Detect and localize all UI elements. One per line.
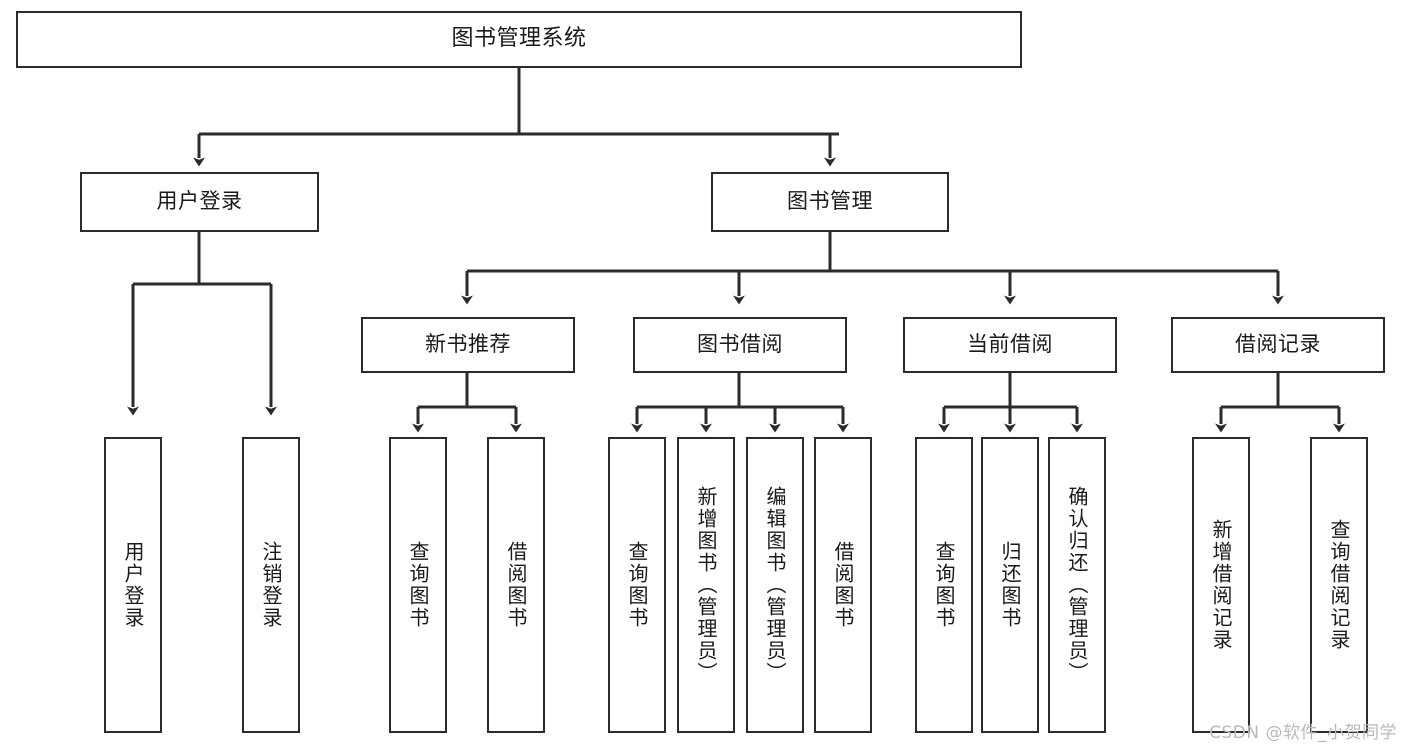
leaf-records-add-record[interactable]: 新增借阅记录: [1192, 437, 1250, 733]
node-book-management[interactable]: 图书管理: [711, 172, 949, 232]
leaf-new-book-borrow[interactable]: 借阅图书: [487, 437, 545, 733]
node-user-login[interactable]: 用户登录: [80, 172, 319, 232]
node-book-borrow[interactable]: 图书借阅: [633, 317, 847, 373]
watermark: CSDN @软件_小贺同学: [1209, 723, 1397, 743]
leaf-current-confirm-return-admin[interactable]: 确认归还（管理员）: [1048, 437, 1106, 733]
node-label: 查询图书: [932, 541, 956, 629]
node-label: 图书管理系统: [451, 26, 587, 52]
node-current-borrow[interactable]: 当前借阅: [903, 317, 1117, 373]
node-label: 注销登录: [259, 541, 283, 629]
node-label: 图书管理: [787, 189, 873, 214]
node-label: 借阅记录: [1235, 332, 1321, 357]
node-label: 查询图书: [625, 541, 649, 629]
leaf-new-book-query[interactable]: 查询图书: [389, 437, 447, 733]
leaf-borrow-add-book-admin[interactable]: 新增图书（管理员）: [677, 437, 735, 733]
node-label: 确认归还（管理员）: [1065, 486, 1089, 684]
leaf-user-login-logout[interactable]: 注销登录: [242, 437, 300, 733]
node-label: 新增图书（管理员）: [694, 486, 718, 684]
node-borrow-records[interactable]: 借阅记录: [1171, 317, 1385, 373]
leaf-current-query-book[interactable]: 查询图书: [915, 437, 973, 733]
node-label: 新书推荐: [425, 332, 511, 357]
node-label: 用户登录: [121, 541, 145, 629]
leaf-borrow-borrow-book[interactable]: 借阅图书: [814, 437, 872, 733]
leaf-user-login-login[interactable]: 用户登录: [104, 437, 162, 733]
node-label: 当前借阅: [967, 332, 1053, 357]
node-label: 编辑图书（管理员）: [763, 486, 787, 684]
node-label: 查询图书: [406, 541, 430, 629]
node-label: 借阅图书: [831, 541, 855, 629]
node-label: 归还图书: [998, 541, 1022, 629]
node-label: 新增借阅记录: [1209, 519, 1233, 651]
node-new-book-recommend[interactable]: 新书推荐: [361, 317, 575, 373]
node-label: 图书借阅: [697, 332, 783, 357]
leaf-records-query-record[interactable]: 查询借阅记录: [1310, 437, 1368, 733]
leaf-current-return-book[interactable]: 归还图书: [981, 437, 1039, 733]
node-label: 借阅图书: [504, 541, 528, 629]
leaf-borrow-edit-book-admin[interactable]: 编辑图书（管理员）: [746, 437, 804, 733]
leaf-borrow-query-book[interactable]: 查询图书: [608, 437, 666, 733]
node-label: 查询借阅记录: [1327, 519, 1351, 651]
node-root-system[interactable]: 图书管理系统: [16, 11, 1022, 68]
node-label: 用户登录: [156, 189, 243, 214]
